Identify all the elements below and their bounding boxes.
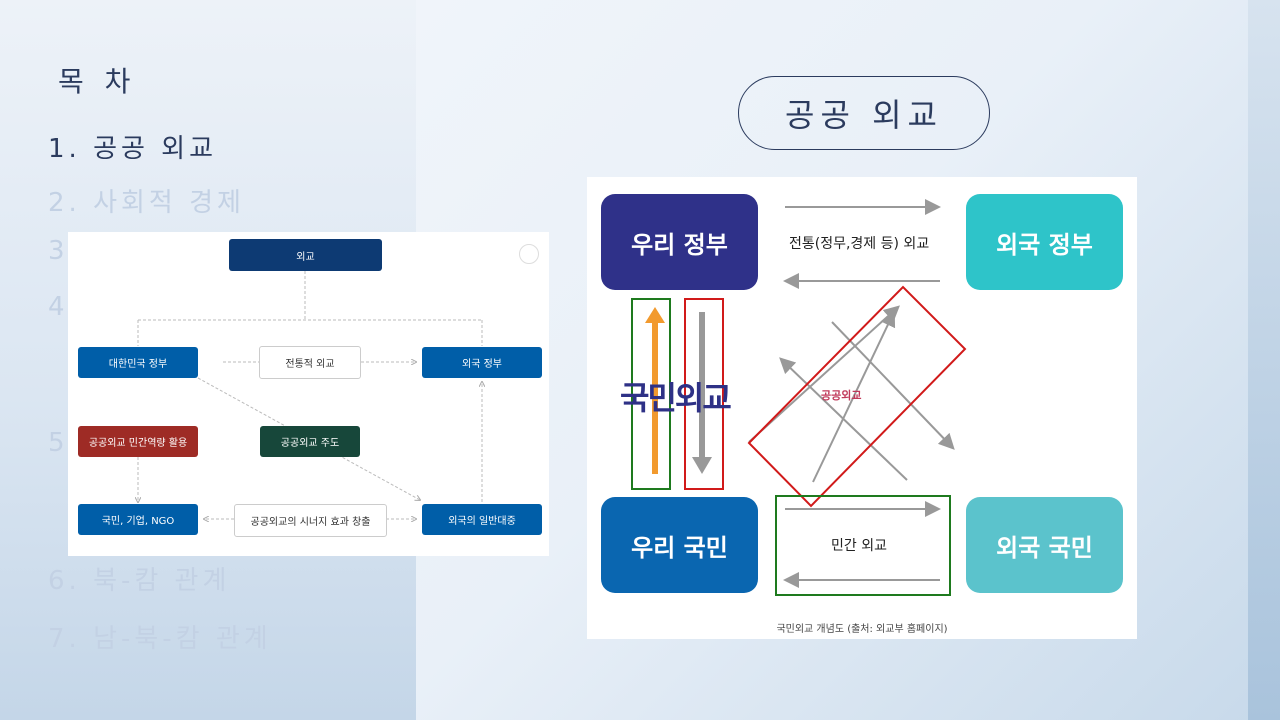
right-edge-strip (1248, 0, 1280, 720)
box-diplomacy: 외교 (229, 239, 382, 271)
label-public-diplomacy: 공공외교 (821, 389, 862, 402)
box-civil-capacity: 공공외교 민간역량 활용 (78, 426, 198, 457)
box-foreign-gov: 외국 정부 (422, 347, 542, 378)
box-synergy: 공공외교의 시너지 효과 창출 (234, 504, 387, 537)
label-civil-diplomacy: 민간 외교 (831, 538, 887, 554)
toc-item-5[interactable]: 5 (48, 428, 69, 458)
box-public-diplomacy-lead: 공공외교 주도 (260, 426, 360, 457)
toc-item-4[interactable]: 4 (48, 292, 69, 322)
toc-item-6[interactable]: 6. 북-캄 관계 (48, 566, 231, 596)
box-our-people: 우리 국민 (601, 497, 758, 593)
box-korea-gov: 대한민국 정부 (78, 347, 198, 378)
zoom-icon[interactable] (519, 244, 539, 264)
box-foreign-public: 외국의 일반대중 (422, 504, 542, 535)
slide-title: 공공 외교 (738, 76, 990, 150)
toc-heading: 목 차 (58, 65, 137, 98)
label-traditional-diplomacy: 전통(정무,경제 등) 외교 (789, 236, 930, 252)
box-our-government: 우리 정부 (601, 194, 758, 290)
box-foreign-government: 외국 정부 (966, 194, 1123, 290)
toc-item-3[interactable]: 3 (48, 236, 69, 266)
box-citizens: 국민, 기업, NGO (78, 504, 198, 535)
toc-item-7[interactable]: 7. 남-북-캄 관계 (48, 624, 272, 654)
box-foreign-people: 외국 국민 (966, 497, 1123, 593)
diagram-b-arrows (631, 199, 967, 596)
people-diplomacy-concept-diagram: 우리 정부 외국 정부 우리 국민 외국 국민 전통(정무,경제 등) 외교 국… (587, 177, 1137, 639)
box-traditional-diplomacy: 전통적 외교 (259, 346, 361, 379)
toc-item-1[interactable]: 1. 공공 외교 (48, 134, 218, 164)
diplomacy-structure-diagram: 외교 대한민국 정부 전통적 외교 외국 정부 공공외교 민간역량 활용 공공외… (68, 232, 549, 556)
toc-item-2[interactable]: 2. 사회적 경제 (48, 188, 245, 218)
diagram-caption: 국민외교 개념도 (출처: 외교부 홈페이지) (776, 624, 948, 635)
label-people-diplomacy: 국민외교 (620, 379, 732, 417)
